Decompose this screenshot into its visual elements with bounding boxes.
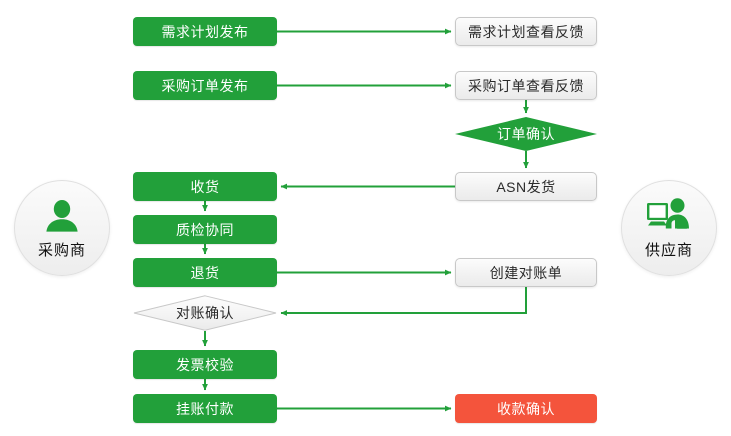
node-label: 需求计划查看反馈 [468, 23, 584, 40]
edge-statement-check [280, 287, 527, 317]
actor-supplier-label: 供应商 [644, 241, 693, 259]
node-receipt-confirm[interactable]: 收款确认 [455, 394, 597, 423]
node-label: 对账确认 [176, 305, 234, 321]
node-demand-plan-feedback[interactable]: 需求计划查看反馈 [455, 17, 597, 46]
node-label: 发票校验 [176, 356, 234, 373]
node-label: 采购订单查看反馈 [468, 77, 584, 94]
actor-buyer[interactable]: 采购商 [14, 180, 110, 276]
actor-supplier[interactable]: 供应商 [621, 180, 717, 276]
node-return-goods[interactable]: 退货 [133, 258, 277, 287]
node-label: 需求计划发布 [161, 23, 249, 40]
node-demand-plan-publish[interactable]: 需求计划发布 [133, 17, 277, 46]
node-invoice-check[interactable]: 发票校验 [133, 350, 277, 379]
node-quality-collab[interactable]: 质检协同 [133, 215, 277, 244]
node-goods-receipt[interactable]: 收货 [133, 172, 277, 201]
node-label: 质检协同 [176, 221, 234, 238]
node-label: 挂账付款 [176, 400, 234, 417]
node-label: 订单确认 [497, 126, 555, 142]
node-payment-posting[interactable]: 挂账付款 [133, 394, 277, 423]
node-label: 收货 [190, 178, 220, 195]
person-at-computer-icon [645, 197, 693, 237]
person-icon [42, 197, 82, 237]
diamond-shape [133, 295, 277, 331]
node-order-confirm[interactable]: 订单确认 [455, 117, 597, 151]
node-po-publish[interactable]: 采购订单发布 [133, 71, 277, 100]
actor-buyer-label: 采购商 [37, 241, 86, 259]
node-label: 创建对账单 [489, 264, 563, 281]
node-label: 采购订单发布 [161, 77, 249, 94]
node-create-statement[interactable]: 创建对账单 [455, 258, 597, 287]
diamond-shape [455, 117, 597, 151]
node-label: ASN发货 [496, 178, 556, 195]
node-label: 收款确认 [497, 400, 555, 417]
node-po-feedback[interactable]: 采购订单查看反馈 [455, 71, 597, 100]
node-statement-confirm[interactable]: 对账确认 [133, 295, 277, 331]
node-label: 退货 [190, 264, 220, 281]
node-asn-shipment[interactable]: ASN发货 [455, 172, 597, 201]
